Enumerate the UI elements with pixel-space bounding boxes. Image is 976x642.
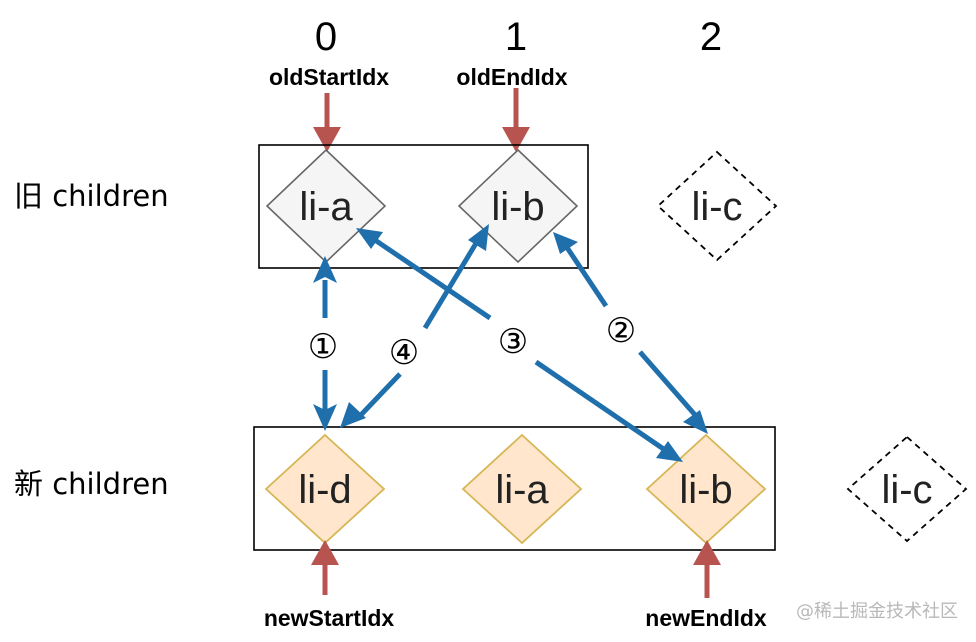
index-1: 1 xyxy=(505,15,527,59)
step-1-label: ① xyxy=(308,327,338,367)
new-node-li-b: li-b xyxy=(645,433,767,545)
new-node-li-b-label: li-b xyxy=(679,468,732,512)
old-children-label: 旧 children xyxy=(14,179,169,213)
new-node-li-d-label: li-d xyxy=(298,468,351,512)
new-end-pointer-arrow xyxy=(693,540,721,598)
step-4-label: ④ xyxy=(389,333,419,373)
new-node-li-d: li-d xyxy=(264,433,386,545)
index-0: 0 xyxy=(315,15,337,59)
old-children-container xyxy=(258,144,589,269)
old-node-li-b-label: li-b xyxy=(491,185,544,229)
compare-arrow-1 xyxy=(313,256,337,431)
step-2-label: ② xyxy=(606,311,636,351)
new-node-li-a-label: li-a xyxy=(495,468,549,512)
index-2: 2 xyxy=(700,15,722,59)
watermark: @稀土掘金技术社区 xyxy=(796,601,958,622)
old-node-li-a: li-a xyxy=(265,148,387,264)
old-node-li-c: li-c xyxy=(656,150,778,262)
new-node-li-c: li-c xyxy=(846,435,968,543)
compare-arrow-3 xyxy=(356,228,683,462)
old-node-li-c-label: li-c xyxy=(691,185,742,229)
old-end-idx-label: oldEndIdx xyxy=(456,64,567,90)
compare-arrow-2 xyxy=(553,232,708,434)
new-node-li-a: li-a xyxy=(461,433,583,545)
new-children-container xyxy=(253,426,776,551)
new-node-li-c-label: li-c xyxy=(881,468,932,512)
old-start-pointer-arrow xyxy=(313,93,341,152)
new-children-label: 新 children xyxy=(14,467,169,501)
old-end-pointer-arrow xyxy=(502,88,530,152)
old-node-li-a-label: li-a xyxy=(299,185,353,229)
new-start-pointer-arrow xyxy=(311,540,339,595)
old-start-idx-label: oldStartIdx xyxy=(269,64,389,90)
new-start-idx-label: newStartIdx xyxy=(264,605,395,631)
new-end-idx-label: newEndIdx xyxy=(645,605,767,631)
step-3-label: ③ xyxy=(498,322,528,362)
compare-arrow-4 xyxy=(340,224,489,428)
old-node-li-b: li-b xyxy=(457,148,579,264)
